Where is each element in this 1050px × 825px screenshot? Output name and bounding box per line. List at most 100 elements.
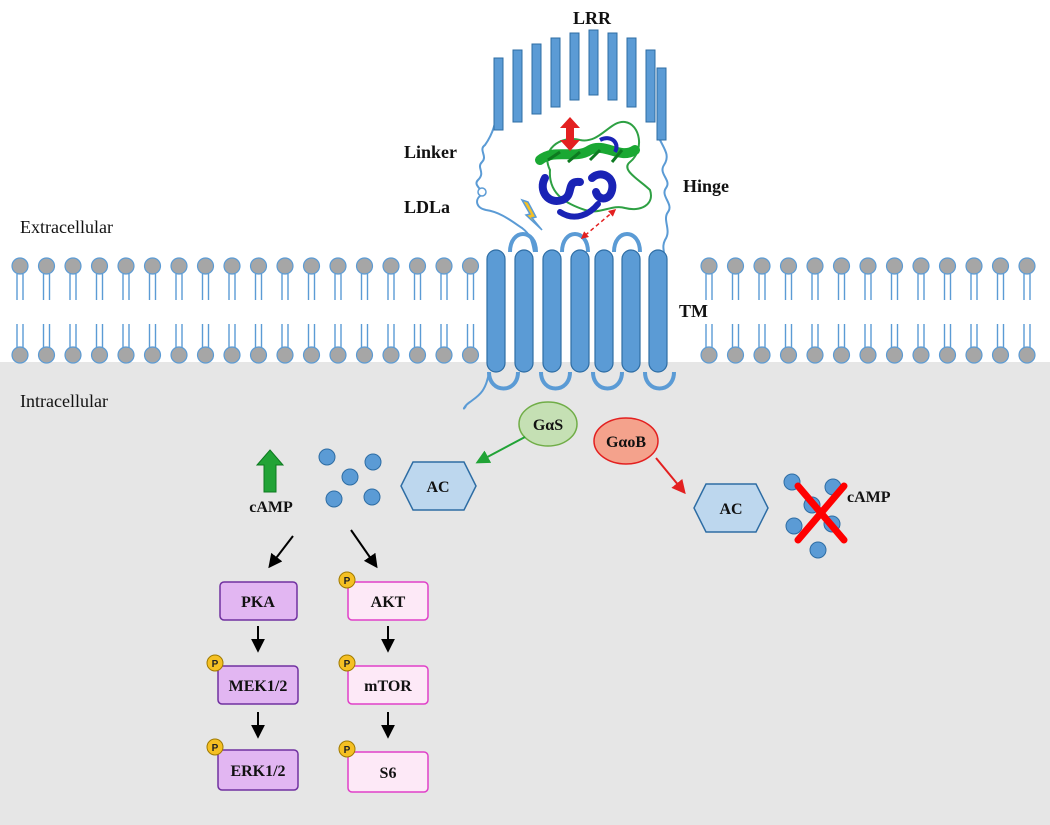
extracellular-label: Extracellular bbox=[20, 217, 113, 237]
lipid-molecule bbox=[779, 257, 798, 364]
lipid-molecule bbox=[726, 257, 745, 364]
gas-label: GαS bbox=[533, 417, 563, 434]
lipid-molecule bbox=[912, 257, 930, 364]
camp-molecules-left bbox=[318, 448, 382, 508]
lipid-molecule bbox=[11, 257, 29, 364]
lrr-label: LRR bbox=[573, 8, 612, 28]
ligand-structure bbox=[535, 120, 652, 220]
ac-left-node bbox=[400, 461, 477, 511]
tm-helix bbox=[486, 249, 506, 373]
lipid-bilayer bbox=[11, 257, 1036, 364]
s6-node bbox=[347, 751, 429, 793]
gas-node bbox=[518, 401, 578, 447]
pka-node bbox=[219, 581, 298, 621]
lipid-molecule bbox=[143, 257, 162, 364]
svg-text:P: P bbox=[344, 659, 351, 670]
ac-right-label: AC bbox=[719, 501, 742, 518]
tm-helix bbox=[594, 249, 614, 373]
lrr-repeat bbox=[607, 32, 618, 101]
tm-helix bbox=[648, 249, 668, 373]
lipid-molecule bbox=[302, 257, 321, 364]
intracellular-label: Intracellular bbox=[20, 391, 108, 411]
lipid-molecule bbox=[196, 257, 215, 364]
lipid-molecule bbox=[753, 257, 771, 364]
lrr-repeat bbox=[569, 32, 580, 101]
hinge-label: Hinge bbox=[683, 176, 729, 196]
lipid-molecule bbox=[885, 257, 904, 364]
mek-label: MEK1/2 bbox=[229, 678, 288, 695]
lrr-repeat bbox=[645, 49, 656, 123]
inhibition-x-icon bbox=[794, 482, 848, 544]
ldla-label: LDLa bbox=[404, 197, 450, 217]
mek-node bbox=[217, 665, 299, 705]
akt-node bbox=[347, 581, 429, 621]
erk-label: ERK1/2 bbox=[230, 763, 285, 780]
lrr-repeat bbox=[626, 37, 637, 108]
svg-text:P: P bbox=[212, 743, 219, 754]
hinge-tail bbox=[659, 139, 671, 255]
lrr-repeat bbox=[588, 29, 599, 96]
lipid-molecule bbox=[37, 257, 56, 364]
erk-node bbox=[217, 749, 299, 791]
lipid-molecule bbox=[859, 257, 877, 364]
tm-helix bbox=[621, 249, 641, 373]
akt-label: AKT bbox=[371, 594, 406, 611]
lipid-molecule bbox=[832, 257, 851, 364]
ac-left-label: AC bbox=[426, 479, 449, 496]
lipid-molecule bbox=[700, 257, 718, 364]
receptor-7tm bbox=[462, 29, 676, 410]
gas-to-ac-arrow bbox=[475, 436, 526, 464]
camp-to-pka-arrow bbox=[268, 535, 294, 569]
svg-text:P: P bbox=[212, 659, 219, 670]
lipid-molecule bbox=[329, 257, 347, 364]
phospho-badge-erk: P bbox=[206, 738, 224, 756]
ac-right-node bbox=[693, 483, 769, 533]
s6-label: S6 bbox=[380, 765, 397, 782]
lipid-molecule bbox=[382, 257, 400, 364]
lightning-icon bbox=[520, 198, 543, 231]
lipid-molecule bbox=[461, 257, 480, 364]
gaob-to-ac-arrow bbox=[655, 457, 686, 495]
lipid-molecule bbox=[408, 257, 427, 364]
camp-to-akt-arrow bbox=[350, 529, 378, 569]
lipid-molecule bbox=[90, 257, 109, 364]
svg-text:P: P bbox=[344, 745, 351, 756]
lipid-molecule bbox=[355, 257, 374, 364]
lipid-molecule bbox=[1018, 257, 1036, 364]
linker-tail bbox=[475, 117, 535, 253]
linker-label: Linker bbox=[404, 142, 457, 162]
c-terminal-tail bbox=[462, 371, 490, 410]
lrr-repeat bbox=[531, 43, 542, 115]
cytoplasm-region bbox=[0, 362, 1050, 825]
lipid-molecule bbox=[991, 257, 1010, 364]
lipid-molecule bbox=[276, 257, 294, 364]
lrr-repeat bbox=[656, 67, 667, 141]
pka-label: PKA bbox=[241, 594, 275, 611]
tm-helices bbox=[486, 249, 668, 373]
svg-text:P: P bbox=[344, 576, 351, 587]
lrr-repeat bbox=[550, 37, 561, 108]
lipid-molecule bbox=[965, 257, 983, 364]
dashed-interaction-arrow bbox=[580, 209, 617, 239]
lipid-molecule bbox=[170, 257, 188, 364]
lipid-molecule bbox=[223, 257, 241, 364]
phospho-badge-s6: P bbox=[338, 740, 356, 758]
phospho-badge-mtor: P bbox=[338, 654, 356, 672]
camp-left-label: cAMP bbox=[249, 499, 293, 516]
mtor-node bbox=[347, 665, 429, 705]
binding-double-arrow bbox=[560, 117, 580, 151]
lrr-repeat bbox=[493, 57, 504, 131]
tm-helix bbox=[570, 249, 590, 373]
gaob-label: GαoB bbox=[606, 434, 646, 451]
lipid-molecule bbox=[249, 257, 268, 364]
camp-right-label: cAMP bbox=[847, 489, 891, 506]
lipid-molecule bbox=[64, 257, 82, 364]
phospho-badge-akt: P bbox=[338, 571, 356, 589]
lipid-molecule bbox=[806, 257, 824, 364]
lrr-repeats bbox=[493, 29, 667, 141]
lipid-molecule bbox=[938, 257, 957, 364]
lipid-molecule bbox=[117, 257, 135, 364]
ldla-domain bbox=[477, 187, 487, 197]
lrr-repeat bbox=[512, 49, 523, 123]
